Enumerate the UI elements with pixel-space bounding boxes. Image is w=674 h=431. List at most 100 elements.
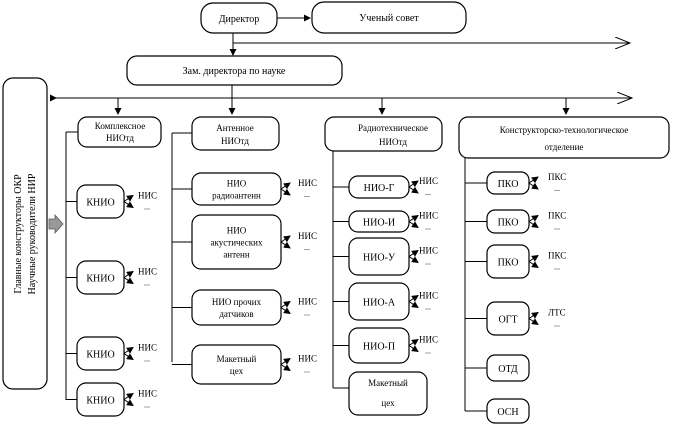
design-unit-label: ПКО	[498, 258, 519, 269]
design-unit-box	[486, 354, 530, 382]
chief-designers-label: Главные конструкторы ОКР	[13, 174, 24, 294]
dept-design-box	[458, 116, 670, 159]
antenna-unit-label: акустических	[211, 238, 263, 248]
sector-arrow-up	[528, 176, 539, 184]
sector-arrow-up	[123, 194, 134, 202]
antenna-unit-sector-more: ...	[304, 190, 310, 199]
radio-unit-label: НИО-А	[363, 298, 396, 309]
sector-arrow-down	[123, 353, 134, 361]
sector-arrow-up	[280, 182, 291, 190]
sector-arrow-down	[408, 186, 419, 194]
design-unit-sector: ЛТС	[548, 308, 566, 318]
design-unit-label: ОГТ	[498, 315, 517, 326]
units-layer: КНИО НИС... КНИО НИС... КНИО НИС... КНИО НИС...…	[66, 171, 566, 424]
antenna-unit-sector: НИС	[298, 354, 317, 364]
dept-antenna-line2: НИОтд	[221, 136, 249, 146]
sector-arrow-down	[408, 256, 419, 264]
side-block-arrow	[48, 213, 64, 235]
antenna-unit-label: антенн	[223, 250, 250, 260]
complex-unit-sector-more: ...	[144, 203, 150, 212]
antenna-unit-sector-more: ...	[304, 366, 310, 375]
radio-unit-sector: НИС	[419, 246, 438, 256]
complex-unit-sector: НИС	[138, 389, 157, 399]
dept-radio-line1: Радиотехническое	[358, 123, 428, 133]
antenna-unit-sector: НИС	[298, 231, 317, 241]
radio-unit-sector: НИС	[419, 291, 438, 301]
sector-arrow-up	[123, 346, 134, 354]
antenna-unit-sector-more: ...	[304, 243, 310, 252]
sector-arrow-down	[123, 277, 134, 285]
sector-arrow-down	[528, 318, 539, 326]
sector-arrow-up	[280, 357, 291, 365]
antenna-unit-box	[191, 344, 282, 385]
radio-unit-sector: НИС	[419, 176, 438, 186]
sector-arrow-up	[123, 270, 134, 278]
radio-unit-sector-more: ...	[425, 258, 431, 267]
radio-workshop-box	[348, 371, 428, 416]
radio-unit-label: НИО-И	[363, 218, 395, 229]
complex-unit-sector-more: ...	[144, 355, 150, 364]
sector-arrow-down	[408, 345, 419, 353]
sector-arrow-down	[408, 301, 419, 309]
sector-arrow-up	[408, 214, 419, 222]
council-label: Ученый совет	[359, 13, 419, 24]
design-unit-sector-more: ...	[554, 184, 560, 193]
design-unit-sector-more: ...	[554, 223, 560, 232]
design-unit-sector-more: ...	[554, 263, 560, 272]
antenna-unit-label: радиоантенн	[212, 191, 261, 201]
antenna-unit-label: цех	[230, 366, 244, 376]
design-unit-sector: ПКС	[548, 251, 566, 261]
radio-unit-sector: НИС	[419, 211, 438, 221]
complex-unit-label: КНИО	[86, 396, 114, 407]
sector-arrow-up	[528, 254, 539, 262]
director-label: Директор	[219, 14, 260, 25]
deputy-label: Зам. директора по науке	[183, 66, 286, 77]
design-unit-sector-more: ...	[554, 320, 560, 329]
deputy-box	[126, 55, 343, 86]
sector-arrow-down	[123, 201, 134, 209]
complex-unit-label: КНИО	[86, 198, 114, 209]
design-unit-sector: ПКС	[548, 211, 566, 221]
sector-arrow-down	[280, 307, 291, 315]
antenna-unit-sector-more: ...	[304, 309, 310, 318]
complex-unit-label: КНИО	[86, 350, 114, 361]
complex-unit-label: КНИО	[86, 274, 114, 285]
radio-unit-label: НИО-У	[363, 253, 396, 264]
antenna-unit-box	[191, 289, 282, 326]
radio-unit-label: НИО-Г	[364, 183, 395, 194]
dept-antenna-line1: Антенное	[216, 123, 253, 133]
design-unit-sector: ПКС	[548, 172, 566, 182]
design-unit-label: ОСН	[497, 407, 518, 418]
sector-arrow-down	[528, 221, 539, 229]
sector-arrow-up	[408, 249, 419, 257]
radio-unit-sector-more: ...	[425, 347, 431, 356]
sector-arrow-down	[123, 399, 134, 407]
radio-unit-label: НИО-П	[363, 342, 395, 353]
radio-unit-sector: НИС	[419, 335, 438, 345]
design-unit-box	[486, 398, 530, 424]
sector-arrow-up	[528, 214, 539, 222]
complex-unit-sector: НИС	[138, 343, 157, 353]
complex-unit-sector-more: ...	[144, 401, 150, 410]
sector-arrow-up	[408, 180, 419, 188]
sector-arrow-up	[408, 294, 419, 302]
sector-arrow-up	[123, 392, 134, 400]
radio-unit-sector-more: ...	[425, 188, 431, 197]
council-box	[311, 1, 467, 34]
antenna-unit-label: НИО	[227, 226, 247, 236]
radio-workshop-label: цех	[381, 398, 395, 408]
complex-unit-sector-more: ...	[144, 279, 150, 288]
design-unit-label: ОТД	[498, 364, 518, 375]
dept-complex-line2: НИОтд	[106, 133, 134, 143]
antenna-unit-sector: НИС	[298, 297, 317, 307]
dept-radio-box	[324, 116, 443, 152]
dept-design-line1: Конструкторско-технологическое	[500, 125, 629, 135]
antenna-unit-label: НИО	[227, 179, 247, 189]
sector-arrow-down	[528, 261, 539, 269]
sector-arrow-down	[528, 182, 539, 190]
dept-design-line2: отделение	[545, 142, 584, 152]
sector-arrow-down	[280, 364, 291, 372]
design-unit-label: ПКО	[498, 179, 519, 190]
sector-arrow-down	[408, 221, 419, 229]
